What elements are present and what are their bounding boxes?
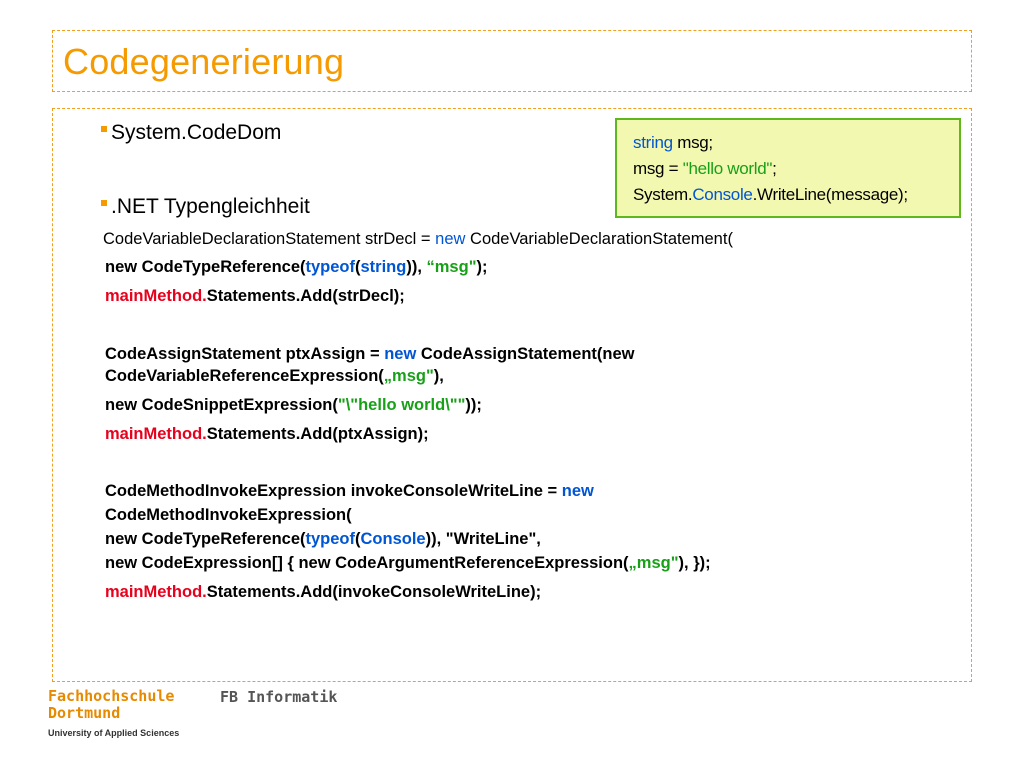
code-keyword: typeof — [305, 258, 356, 276]
code-text: System. — [633, 185, 693, 204]
code-text: Statements.Add(ptxAssign); — [206, 425, 429, 443]
code-text: ; — [772, 159, 777, 178]
code-text: ( — [355, 258, 361, 276]
code-keyword: Console — [360, 530, 426, 548]
slide-title: Codegenerierung — [63, 41, 345, 82]
code-text: new CodeTypeReference( — [105, 258, 306, 276]
code-text: )), "WriteLine", — [425, 530, 541, 548]
code-line: mainMethod.Statements.Add(invokeConsoleW… — [105, 580, 541, 604]
code-keyword: new — [384, 345, 417, 363]
code-line: mainMethod.Statements.Add(ptxAssign); — [105, 422, 429, 446]
code-text: ); — [476, 258, 488, 276]
code-keyword: string — [360, 258, 407, 276]
snippet-line: System.Console.WriteLine(message); — [633, 182, 908, 208]
code-text: )); — [465, 396, 482, 414]
bullet-square-icon — [101, 126, 107, 133]
university-subtitle: University of Applied Sciences — [48, 728, 180, 738]
code-text: msg; — [672, 133, 713, 152]
code-line: CodeMethodInvokeExpression( — [105, 503, 352, 527]
code-keyword: new — [561, 482, 594, 500]
bullet-net-typengleichheit: .NET Typengleichheit — [101, 195, 310, 219]
code-text: Statements.Add(invokeConsoleWriteLine); — [206, 583, 542, 601]
bullet-system-codedom: System.CodeDom — [101, 121, 281, 145]
logo-line-1: Fachhochschule — [48, 687, 175, 705]
code-text: msg = — [633, 159, 683, 178]
code-text: ), — [433, 367, 444, 385]
code-string: "\"hello world\"" — [337, 396, 466, 414]
code-line: mainMethod.Statements.Add(strDecl); — [105, 284, 405, 308]
code-line: CodeAssignStatement ptxAssign = new Code… — [105, 342, 634, 366]
logo-line-2: Dortmund — [48, 704, 121, 722]
code-highlight: mainMethod. — [105, 583, 207, 601]
code-text: CodeVariableDeclarationStatement( — [465, 230, 733, 248]
department-label: FB Informatik — [220, 688, 338, 706]
code-keyword: typeof — [305, 530, 356, 548]
snippet-line: string msg; — [633, 130, 713, 156]
code-text: )), — [406, 258, 427, 276]
code-string: "hello world" — [682, 159, 773, 178]
code-line: CodeVariableReferenceExpression(„msg"), — [105, 364, 444, 388]
snippet-line: msg = "hello world"; — [633, 156, 777, 182]
bullet-label: .NET Typengleichheit — [111, 195, 310, 218]
code-text: CodeAssignStatement(new — [416, 345, 635, 363]
code-string: „msg" — [628, 554, 679, 572]
code-text: ), }); — [678, 554, 711, 572]
code-text: .WriteLine(message); — [752, 185, 909, 204]
code-string: „msg" — [383, 367, 434, 385]
bullet-label: System.CodeDom — [111, 121, 282, 144]
university-logo: Fachhochschule Dortmund — [48, 688, 174, 722]
code-line: new CodeExpression[] { new CodeArgumentR… — [105, 551, 711, 575]
code-text: new CodeSnippetExpression( — [105, 396, 338, 414]
code-text: ( — [355, 530, 361, 548]
code-text: CodeMethodInvokeExpression( — [105, 506, 352, 524]
code-line: new CodeSnippetExpression("\"hello world… — [105, 393, 482, 417]
code-highlight: mainMethod. — [105, 287, 207, 305]
code-line: CodeVariableDeclarationStatement strDecl… — [103, 227, 733, 251]
code-keyword: string — [633, 133, 673, 152]
code-keyword: Console — [692, 185, 753, 204]
code-text: CodeVariableReferenceExpression( — [105, 367, 384, 385]
title-frame: Codegenerierung — [52, 30, 972, 92]
code-text: CodeMethodInvokeExpression invokeConsole… — [105, 482, 562, 500]
code-text: CodeVariableDeclarationStatement strDecl… — [103, 230, 436, 248]
code-line: CodeMethodInvokeExpression invokeConsole… — [105, 479, 594, 503]
code-line: new CodeTypeReference(typeof(Console)), … — [105, 527, 541, 551]
code-highlight: mainMethod. — [105, 425, 207, 443]
code-text: Statements.Add(strDecl); — [206, 287, 405, 305]
content-frame: System.CodeDom .NET Typengleichheit Code… — [52, 108, 972, 682]
code-keyword: new — [435, 230, 466, 248]
code-text: CodeAssignStatement ptxAssign = — [105, 345, 385, 363]
code-string: “msg" — [426, 258, 477, 276]
bullet-square-icon — [101, 200, 107, 207]
code-line: new CodeTypeReference(typeof(string)), “… — [105, 255, 488, 279]
code-text: new CodeExpression[] { new CodeArgumentR… — [105, 554, 629, 572]
code-snippet-callout: string msg; msg = "hello world"; System.… — [615, 118, 961, 218]
code-text: new CodeTypeReference( — [105, 530, 306, 548]
